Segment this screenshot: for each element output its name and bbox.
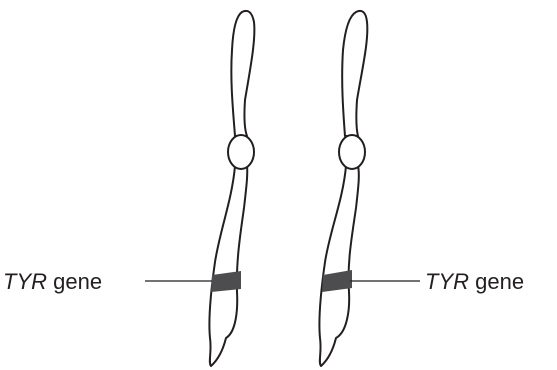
left-gene-name: TYR — [3, 269, 47, 294]
right-gene-label: TYR gene — [425, 269, 524, 294]
left-centromere — [228, 135, 254, 169]
right-chromosome — [319, 11, 367, 366]
left-gene-suffix: gene — [47, 269, 102, 294]
left-upper-arm — [231, 11, 254, 136]
left-chromosome — [209, 11, 254, 366]
right-upper-arm — [342, 11, 367, 136]
right-lower-arm — [319, 166, 358, 366]
right-centromere — [339, 135, 365, 169]
right-gene-name: TYR — [425, 269, 469, 294]
left-lower-arm — [209, 166, 247, 366]
right-gene-suffix: gene — [469, 269, 524, 294]
left-gene-label: TYR gene — [3, 269, 102, 294]
